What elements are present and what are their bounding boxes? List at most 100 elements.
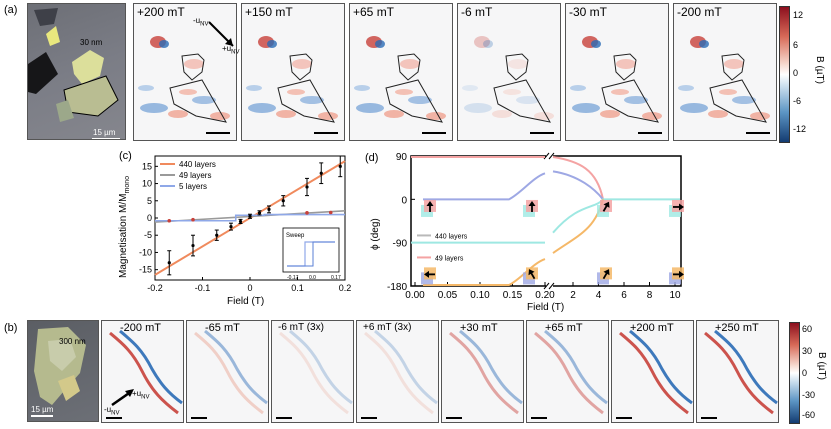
inset-loop [287, 241, 335, 267]
nv-arrow-icon [111, 389, 134, 407]
panel-a-map-tile: +65 mT [349, 3, 453, 141]
inset-tick-label: 0.0 [309, 275, 316, 281]
panel-d-letter: (d) [365, 152, 379, 164]
spin-arrow-icon [523, 199, 538, 217]
panel-b-field-label: +200 mT [630, 322, 674, 334]
x-tick-label: 0.2 [339, 283, 352, 293]
field-map [246, 36, 338, 134]
panel-a-letter: (a) [4, 4, 18, 16]
panel-b-map-tile: -200 mT [101, 320, 184, 423]
panel-b-map-tile: +65 mT [526, 320, 609, 423]
panel-b-letter: (b) [4, 322, 18, 334]
field-map [462, 36, 554, 134]
legend-label: 49 layers [435, 255, 464, 262]
data-point [191, 243, 195, 248]
panel-a-colorbar-label: B (µT) [814, 56, 825, 84]
spin-arrow-icon [669, 199, 684, 217]
field-map [678, 36, 770, 134]
field-map [361, 329, 438, 419]
y-tick-label: -10 [139, 247, 152, 257]
field-map [701, 329, 778, 419]
y-tick-label: -15 [139, 265, 152, 275]
panel-b-photo-scale-bar [31, 415, 53, 417]
field-map [616, 329, 693, 419]
panel-b-colorbar-tick: -30 [802, 390, 816, 400]
x-tick-label: 0.20 [535, 290, 555, 301]
x-tick-label: 4 [596, 290, 602, 301]
x-tick-label: 0.1 [291, 283, 304, 293]
axis-break [546, 283, 553, 289]
panel-b-photo: 300 nm 15 µm [27, 320, 99, 422]
data-point [305, 185, 309, 189]
axis-break [546, 153, 553, 159]
axis-break-mark [548, 152, 555, 160]
field-map [106, 329, 183, 419]
panel-b-colorbar [789, 322, 800, 424]
y-tick-label: 15 [142, 161, 152, 171]
spin-arrow-icon [421, 267, 436, 285]
field-map [276, 329, 353, 419]
panel-c-inset [282, 227, 340, 273]
panel-a-photo: 30 nm 15 µm [27, 3, 126, 140]
nv-arrow-icon [208, 21, 234, 47]
panel-b-field-label: -65 mT [205, 322, 240, 334]
inset-tick-label: 0.17 [331, 275, 341, 281]
data-point-49-layers [328, 210, 333, 215]
y-tick-label: -180 [387, 282, 407, 293]
panel-a-arrow-label-plus: +uNV [222, 44, 240, 56]
panel-a-map-tile: +150 mT [241, 3, 345, 141]
panel-a-colorbar-tick: 6 [793, 40, 799, 50]
panel-a-field-label: +200 mT [137, 5, 185, 19]
legend-label: 440 layers [435, 233, 468, 240]
panel-a-thickness-label: 30 nm [80, 38, 103, 47]
y-tick-label: 90 [396, 152, 408, 163]
panel-b-map-tile: -6 mT (3x) [271, 320, 354, 423]
x-tick-label: 8 [647, 290, 653, 301]
panel-b-map-tile: +30 mT [441, 320, 524, 423]
axis-break-mark [543, 282, 550, 290]
phase-curve-49-top [411, 155, 604, 200]
panel-b-arrow-label-minus: -uNV [104, 405, 120, 417]
field-map [191, 329, 268, 419]
data-point [281, 199, 285, 203]
panel-b-thickness-label: 300 nm [59, 337, 86, 346]
y-tick-label: 0 [401, 195, 407, 206]
data-point [229, 225, 233, 229]
panel-b-colorbar-tick: 60 [802, 324, 813, 334]
x-tick-label: 0 [247, 283, 252, 293]
field-map [531, 329, 608, 419]
panel-b-colorbar-tick: 30 [802, 346, 813, 356]
panel-a-map-tile: +200 mT [133, 3, 237, 141]
field-map [354, 36, 446, 134]
panel-b-field-label: -6 mT (3x) [278, 322, 324, 333]
x-tick-label: 0.05 [438, 290, 458, 301]
data-point [238, 219, 243, 224]
field-map [138, 36, 230, 134]
axis-break-mark [543, 152, 550, 160]
panel-b-colorbar-tick: -60 [802, 410, 816, 420]
panel-d-ylabel: ϕ (deg) [370, 218, 381, 250]
y-tick-label: 0 [147, 213, 152, 223]
panel-c-letter: (c) [119, 150, 132, 162]
panel-d-xlabel: Field (T) [527, 302, 565, 313]
panel-a-photo-scale-label: 15 µm [93, 128, 116, 137]
panel-a-colorbar-tick: -6 [793, 96, 802, 106]
panel-a-field-label: +150 mT [245, 5, 293, 19]
x-tick-label: 2 [570, 290, 576, 301]
legend-label: 49 layers [179, 171, 211, 180]
field-map [446, 329, 523, 419]
y-tick-label: -90 [393, 239, 408, 250]
data-point-49-layers [305, 211, 309, 215]
panel-b-field-label: -200 mT [120, 322, 161, 334]
panel-b-map-tile: -65 mT [186, 320, 269, 423]
panel-a-map-tile: -200 mT [673, 3, 777, 141]
data-point [338, 164, 342, 168]
panel-a-field-label: -200 mT [677, 5, 722, 19]
spin-arrow-icon [421, 199, 436, 217]
panel-a-arrow-label-minus: -uNV [193, 16, 209, 28]
legend-label: 5 layers [179, 182, 207, 191]
panel-b-photo-flakes [34, 327, 86, 405]
panel-b-field-label: +65 mT [545, 322, 583, 334]
panel-a-field-label: -30 mT [569, 5, 608, 19]
